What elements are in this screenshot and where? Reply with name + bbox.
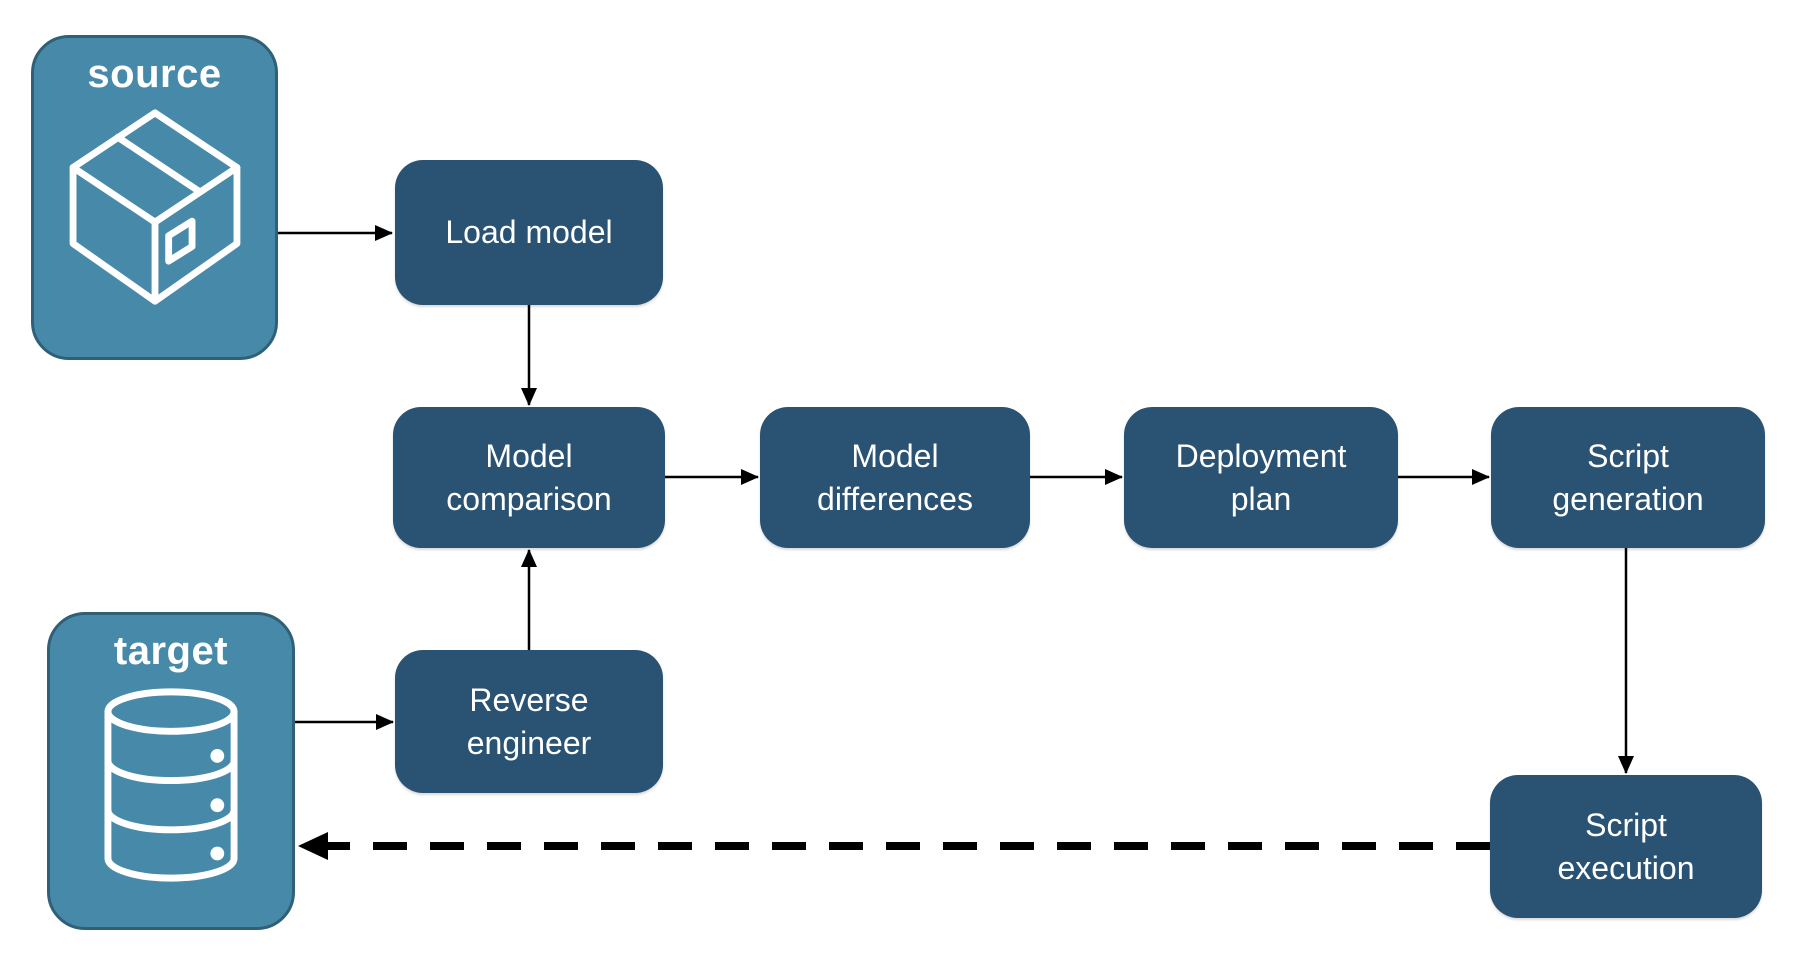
target-endpoint: target bbox=[47, 612, 295, 930]
source-endpoint: source bbox=[31, 35, 278, 360]
node-deployment-plan: Deployment plan bbox=[1124, 407, 1398, 548]
package-icon bbox=[67, 107, 243, 307]
node-reverse-engineer: Reverse engineer bbox=[395, 650, 663, 793]
node-load-model: Load model bbox=[395, 160, 663, 305]
source-label: source bbox=[87, 52, 222, 96]
node-script-generation: Script generation bbox=[1491, 407, 1765, 548]
node-model-comparison: Model comparison bbox=[393, 407, 665, 548]
target-label: target bbox=[113, 629, 229, 673]
node-script-execution: Script execution bbox=[1490, 775, 1762, 918]
database-icon bbox=[97, 684, 245, 886]
node-model-differences: Model differences bbox=[760, 407, 1030, 548]
